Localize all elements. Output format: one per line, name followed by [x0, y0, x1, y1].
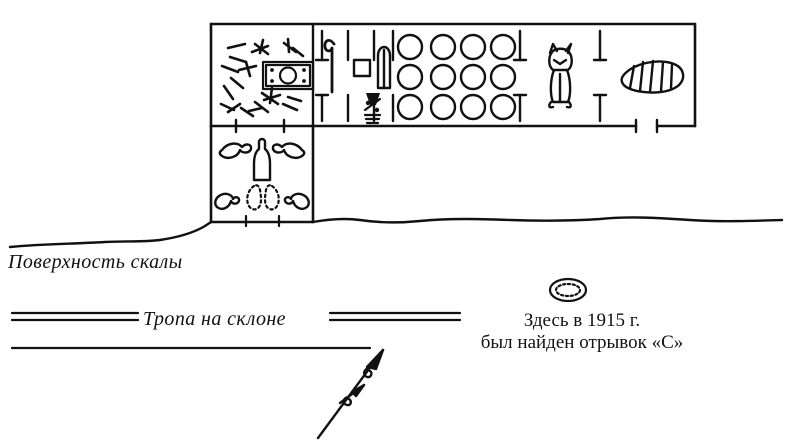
wrapped-bundle-figure	[620, 59, 685, 94]
label-rock-surface: Поверхность скалы	[8, 251, 183, 273]
vessel-grid	[396, 33, 517, 121]
find-caption-line2: был найден отрывок «C»	[480, 331, 684, 353]
bird-shape-bottom-right	[283, 192, 310, 210]
rock-surface-line	[8, 216, 784, 249]
bird-shape-top-right	[271, 142, 306, 159]
square-glyph	[352, 58, 372, 78]
doorway-jambs-bottom	[234, 118, 659, 134]
corridor-outer-walls	[209, 22, 697, 128]
debris-marks	[219, 37, 305, 118]
find-spot-marker	[548, 277, 588, 303]
central-jar	[252, 137, 272, 182]
crook-glyph	[323, 39, 336, 94]
north-arrow	[316, 348, 385, 440]
footprint-right	[263, 184, 280, 211]
label-slope-path: Тропа на склоне	[143, 308, 286, 330]
bird-shape-top-left	[218, 142, 253, 159]
footprint-left	[246, 184, 263, 211]
find-caption: Здесь в 1915 г. был найден отрывок «C»	[432, 310, 732, 354]
composite-glyph	[363, 93, 382, 125]
lower-chamber-door-ticks	[244, 214, 281, 228]
bird-shape-bottom-left	[214, 192, 241, 210]
slope-path-lines	[10, 311, 462, 350]
framed-stone-marker	[261, 60, 315, 91]
cat-figure	[548, 42, 573, 109]
find-caption-line1: Здесь в 1915 г.	[523, 310, 641, 331]
lower-chamber-walls	[209, 124, 315, 224]
jamb-caps	[314, 58, 608, 97]
framed-stone-dots	[270, 68, 306, 83]
partition-walls	[311, 22, 602, 128]
shrine-glyph	[376, 45, 392, 90]
